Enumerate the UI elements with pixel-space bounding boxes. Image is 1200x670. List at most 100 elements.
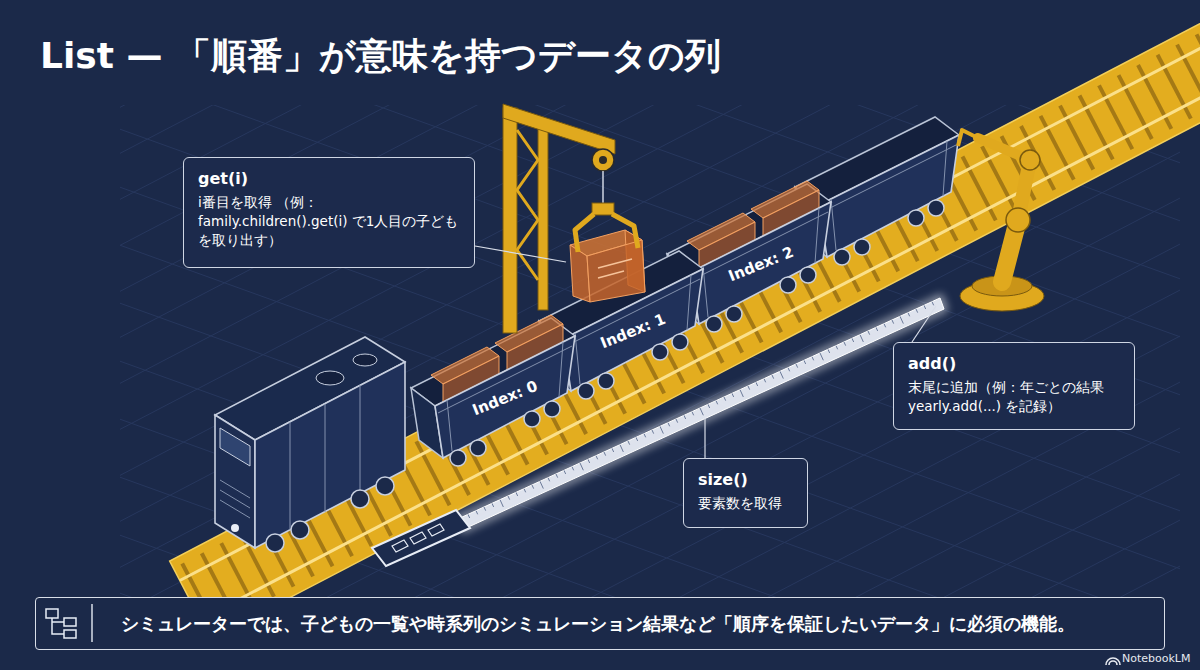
ruler-tick bbox=[516, 492, 518, 496]
floor-grid-line bbox=[120, 142, 1180, 597]
ruler-tick bbox=[836, 346, 838, 350]
box-mark bbox=[598, 259, 632, 268]
ruler-tick bbox=[540, 481, 543, 488]
method-name: add() bbox=[908, 353, 1120, 375]
ruler-tick bbox=[748, 386, 750, 390]
ruler-tick bbox=[564, 470, 566, 474]
ruler-tick bbox=[668, 423, 670, 427]
ruler-tick bbox=[676, 419, 678, 423]
device-key bbox=[392, 540, 408, 552]
watermark: NotebookLM bbox=[1122, 652, 1190, 665]
hook-block bbox=[592, 203, 614, 215]
grille-line bbox=[220, 480, 250, 498]
ruler-tick bbox=[724, 397, 726, 401]
ruler-tick bbox=[500, 500, 503, 507]
slide-title: List — 「順番」が意味を持つデータの列 bbox=[40, 32, 721, 81]
ruler-tick bbox=[660, 426, 663, 433]
ruler-tick bbox=[636, 437, 638, 441]
ruler-tick bbox=[868, 331, 870, 335]
robot-arm bbox=[958, 130, 1044, 311]
loco-side bbox=[255, 362, 405, 548]
device-key bbox=[428, 524, 444, 536]
hopper-car bbox=[691, 202, 831, 332]
floor-grid-line bbox=[120, 280, 1180, 597]
pulley bbox=[592, 149, 614, 171]
rail-line bbox=[180, 35, 1200, 580]
ruler-tick bbox=[620, 445, 623, 452]
ruler-tick bbox=[884, 324, 886, 328]
roof-fan bbox=[316, 371, 344, 385]
ruler-tick bbox=[556, 474, 558, 478]
headlight bbox=[231, 524, 239, 532]
divider bbox=[91, 604, 93, 642]
ruler-tick bbox=[852, 338, 854, 342]
ruler-tick bbox=[924, 305, 926, 309]
ruler-tick bbox=[492, 503, 494, 507]
ruler-device bbox=[372, 510, 470, 566]
grille-line bbox=[220, 490, 250, 508]
robot-joint bbox=[1020, 150, 1040, 170]
method-description: i番目を取得 （例：family.children().get(i) で1人目の… bbox=[198, 193, 460, 250]
ruler-tick bbox=[860, 335, 863, 342]
method-name: get(i) bbox=[198, 168, 460, 190]
crane-beam bbox=[503, 104, 615, 154]
ruler-tick bbox=[532, 485, 534, 489]
ruler-tick bbox=[484, 507, 486, 511]
crane-truss bbox=[517, 130, 538, 280]
ruler-tick bbox=[764, 379, 766, 383]
crane-post bbox=[503, 108, 517, 333]
callout-box: add() 末尾に追加（例：年ごとの結果 yearly.add(...) を記録） bbox=[893, 342, 1135, 430]
wheel bbox=[266, 534, 284, 552]
cable bbox=[602, 171, 604, 204]
panel-line bbox=[325, 404, 326, 512]
pulley-hub bbox=[599, 156, 607, 164]
ruler-tick bbox=[812, 357, 814, 361]
box-mark bbox=[598, 271, 624, 278]
caption-bar: シミュレーターでは、子どもの一覧や時系列のシミュレーション結果など「順序を保証し… bbox=[35, 597, 1165, 650]
ruler-tick bbox=[756, 382, 758, 386]
watermark-arc bbox=[1109, 661, 1117, 665]
ruler-tick bbox=[548, 478, 550, 482]
floor-grid-line bbox=[120, 234, 1180, 597]
method-description: 要素数を取得 bbox=[698, 494, 793, 513]
device-key bbox=[410, 532, 426, 544]
wheel bbox=[351, 490, 369, 508]
ruler-tick bbox=[796, 364, 798, 368]
lifted-box-front bbox=[587, 240, 645, 302]
ruler-tick bbox=[900, 316, 903, 323]
leader-line bbox=[912, 306, 936, 342]
icon-box bbox=[64, 618, 76, 626]
ruler-tick bbox=[916, 309, 918, 313]
floor-grid-line bbox=[120, 105, 1180, 584]
floor-grid-line bbox=[120, 260, 1180, 597]
hopper-car bbox=[435, 336, 575, 466]
ruler-tick bbox=[684, 415, 686, 419]
hopper-car bbox=[819, 135, 959, 265]
ruler-tick bbox=[612, 448, 614, 452]
ruler-tick bbox=[820, 353, 823, 360]
ruler-tick bbox=[700, 408, 703, 415]
loco-front bbox=[215, 415, 255, 548]
ruler-tick bbox=[716, 401, 718, 405]
method-description: 末尾に追加（例：年ごとの結果 yearly.add(...) を記録） bbox=[908, 378, 1120, 416]
ruler-tick bbox=[876, 327, 878, 331]
rail-track bbox=[170, 16, 1200, 639]
ruler-tick bbox=[780, 371, 783, 378]
ruler-tick bbox=[804, 360, 806, 364]
rail-bed bbox=[170, 16, 1200, 639]
crane-post bbox=[538, 125, 548, 310]
ruler-tick bbox=[572, 467, 574, 471]
watermark-arc bbox=[1106, 658, 1120, 665]
wheel bbox=[291, 521, 309, 539]
ruler-tick bbox=[652, 430, 654, 434]
ruler-tick bbox=[932, 302, 934, 306]
loco-window bbox=[220, 428, 250, 466]
ruler-tick bbox=[908, 313, 910, 317]
icon-branch bbox=[52, 618, 64, 634]
leader-line bbox=[704, 418, 705, 458]
ruler-tick bbox=[772, 375, 774, 379]
crane bbox=[503, 104, 645, 333]
panel-line bbox=[360, 385, 361, 493]
ruler-tick bbox=[644, 434, 646, 438]
